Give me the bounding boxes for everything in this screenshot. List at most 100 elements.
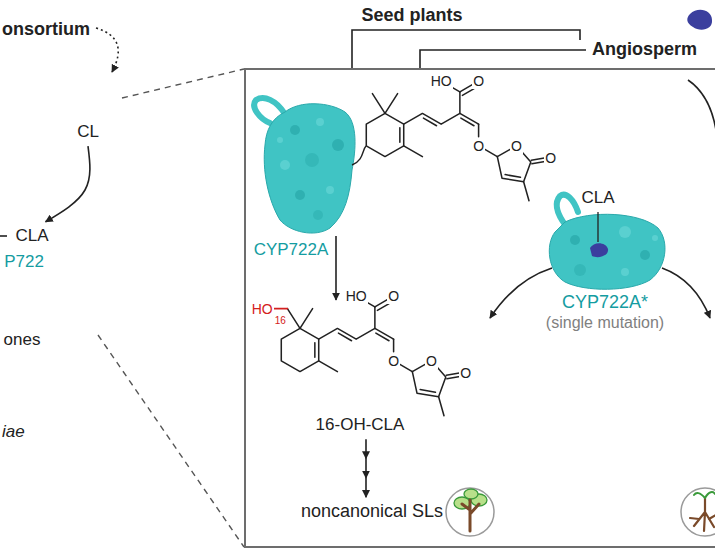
enzyme-name: P722 [4,252,44,272]
surface-texture [290,125,300,135]
surface-texture [316,118,324,126]
icon-circle [681,488,715,536]
enzyme-node: P722 [1,250,47,274]
molecule-skeleton [281,300,460,416]
enzyme-node: CYP722A [251,238,332,262]
clade-bracket [420,50,586,68]
binding-line [352,146,366,165]
atom-label-holder: O [510,137,523,155]
cell-wall [0,53,129,388]
surface-texture [313,210,323,220]
atom-label: HO [251,302,274,317]
reaction-arrow [490,268,552,318]
metabolite-node: CLA [12,224,51,248]
panel-heading-holder: onsortium [2,20,90,40]
product-name: ones [4,330,41,350]
leader-line [597,212,598,242]
reaction-arrow [688,80,715,130]
product-class-name: noncanonical SLs [301,501,443,523]
mutation-note: (single mutation) [546,313,664,332]
surface-texture [326,186,334,194]
protein-body [549,214,665,289]
surface-texture [280,160,290,170]
atom-label-holder: HO [345,287,368,305]
cla-structure [366,85,545,201]
dotted-arrow [96,28,118,72]
atom-label: O [459,366,472,381]
clade-label: Seed plants [361,6,462,26]
cell-outline [0,50,135,445]
surface-texture [652,235,658,241]
atom-label-holder: O [425,352,438,370]
reaction-arrow [662,268,710,318]
carbon-number: 16 [274,315,287,326]
atom-label: O [544,151,557,166]
icon-circle [446,488,494,536]
atom-label-holder: O [472,137,485,155]
surface-texture [640,250,650,260]
mutant-enzyme-node: CYP722A*(single mutation) [543,290,667,335]
flow-arrow [365,439,367,497]
zoom-line [98,335,244,547]
species-name: iae [2,422,25,442]
yeast-cell: iae CL CLA P722 ones [0,50,135,445]
metabolite-name: CL [77,122,99,142]
enzyme-name: CYP722A* [546,292,664,314]
hydroxy-cla-structure [274,300,460,416]
atom-label-holder: O [544,149,557,167]
atom-label: HO [430,74,453,89]
surface-texture [332,139,344,151]
ligand-node: CLA [578,186,617,210]
atom-label: O [472,139,485,154]
molecule-skeleton [366,85,545,201]
atom-label: HO [345,289,368,304]
atom-label: O [425,354,438,369]
methyl-bond [372,94,385,114]
surface-texture [305,153,319,167]
atom-label-holder: O [387,352,400,370]
protein-body [264,104,355,233]
roots [690,498,715,531]
atom-label: O [387,289,400,304]
ligand-fragment [687,10,712,30]
atom-label: O [472,74,485,89]
atom-label: O [510,139,523,154]
docked-ligand [590,243,608,257]
leaf [464,489,478,499]
sprout [694,492,715,498]
ligand-name: CLA [581,188,614,208]
clade-label-holder: Seed plants [361,6,462,26]
metabolite-name: CLA [15,226,48,246]
surface-texture [621,268,629,276]
reaction-arrow [335,236,337,300]
atom-label-holder: O [472,72,485,90]
surface-texture [570,235,580,245]
panel-heading: onsortium [2,20,90,40]
methylene-bond [287,309,300,329]
product-node: ones [1,328,44,352]
clade-label-holder: Angiosperm [592,40,697,60]
zoom-line [122,69,244,98]
atom-label-holder: O [459,364,472,382]
carbon-number-holder: 16 [274,310,287,328]
surface-texture [574,264,586,276]
surface-texture [277,137,283,143]
product-node: 16-OH-CLA [313,413,408,437]
atom-label-holder: O [387,287,400,305]
atom-label-holder: HO [430,72,453,90]
root-icon [681,488,715,536]
protein-surface [549,195,665,290]
trunk [462,500,479,531]
enzyme-name: CYP722A [254,240,329,260]
incoming-line [0,235,7,237]
metabolite-node: CL [74,120,102,144]
clade-bracket [352,30,580,68]
surface-texture [619,226,631,238]
clade-label: Angiosperm [592,40,697,60]
product-class-node: noncanonical SLs [298,499,446,525]
hydroxyl-bond [274,308,288,310]
flow-arrow [46,146,90,222]
shoot-icon [446,488,494,536]
